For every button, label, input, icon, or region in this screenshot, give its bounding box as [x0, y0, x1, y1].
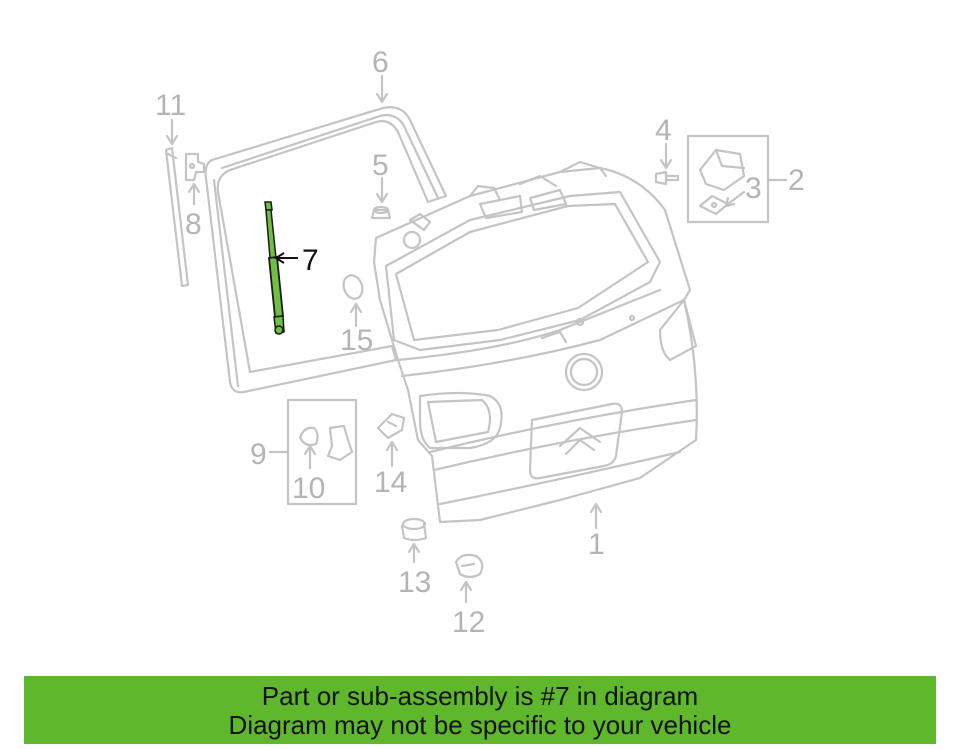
- part-8-bracket: [184, 152, 206, 182]
- part-5-nut: [370, 205, 392, 220]
- part-7-leader: [274, 252, 298, 264]
- part-11-garnish-strip: [164, 146, 190, 288]
- part-4-bolt: [654, 170, 680, 186]
- leader-lines: [165, 74, 746, 604]
- part-7-gas-strut[interactable]: [264, 201, 285, 335]
- callout-5: 5: [372, 149, 389, 182]
- callout-8: 8: [185, 208, 202, 241]
- callout-10: 10: [292, 472, 325, 505]
- banner-line-1: Part or sub-assembly is #7 in diagram: [261, 681, 699, 711]
- part-2-hinge-box: [686, 134, 788, 224]
- callout-3: 3: [745, 172, 762, 205]
- part-13-cushion: [400, 517, 428, 542]
- part-1-lift-gate: [372, 160, 698, 524]
- callout-7: 7: [302, 244, 319, 277]
- banner-line-2: Diagram may not be specific to your vehi…: [228, 710, 732, 740]
- callout-14: 14: [374, 466, 407, 499]
- callout-11: 11: [155, 89, 186, 122]
- callout-12: 12: [452, 606, 485, 639]
- callout-9: 9: [250, 438, 267, 471]
- callout-6: 6: [372, 46, 389, 79]
- part-14-clip: [376, 412, 406, 440]
- callout-13: 13: [398, 566, 431, 599]
- callout-15: 15: [340, 324, 373, 357]
- info-banner: Part or sub-assembly is #7 in diagram Di…: [24, 676, 936, 744]
- callout-1: 1: [588, 528, 605, 561]
- part-6-glass-seal: [204, 106, 448, 394]
- part-9-box: [268, 398, 358, 506]
- part-15-pad: [342, 274, 364, 300]
- callout-4: 4: [655, 114, 672, 147]
- part-12-cover: [454, 553, 484, 579]
- parts-diagram: 1 2 3 4 5 6 7 8 9 10 11 12 13 14 15: [155, 46, 805, 639]
- callout-2: 2: [788, 164, 805, 197]
